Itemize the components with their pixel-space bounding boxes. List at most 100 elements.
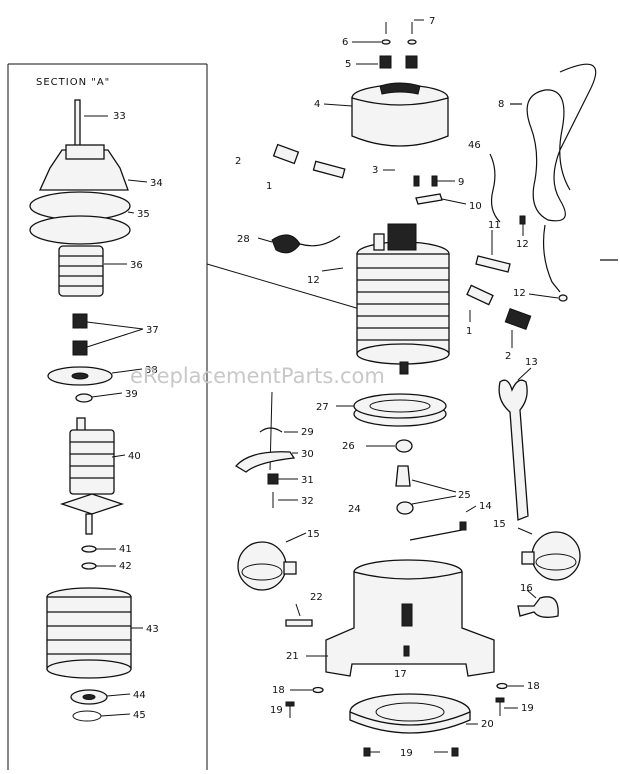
- part-11-strain-relief: [475, 230, 511, 273]
- callout-16: 16: [520, 583, 533, 594]
- part-20-sub-base: [349, 693, 478, 734]
- part-16-knob: [517, 589, 559, 618]
- callout-1-upper: 1: [266, 181, 272, 192]
- part-25-collet: [395, 465, 457, 515]
- part-18-washers: [290, 682, 524, 694]
- callout-24: 24: [348, 504, 361, 515]
- callout-12-a: 12: [516, 239, 529, 250]
- part-35-end-plate: [29, 191, 135, 245]
- callout-13: 13: [525, 357, 538, 368]
- part-14-screw: [409, 505, 477, 541]
- part-33-shaft: [74, 99, 108, 149]
- callout-12-b: 12: [513, 288, 526, 299]
- part-26-nut: [366, 439, 413, 453]
- part-30-lever: [234, 451, 298, 473]
- part-5-nuts: [356, 55, 418, 69]
- callout-15-b: 15: [493, 519, 506, 530]
- callout-22: 22: [310, 592, 323, 603]
- part-22-screw: [285, 603, 313, 627]
- section-a-frame: [7, 63, 371, 770]
- part-45-retaining-ring: [72, 710, 131, 722]
- callout-26: 26: [342, 441, 355, 452]
- part-2-brush-cap-upper: [272, 143, 346, 179]
- callout-3: 3: [372, 165, 378, 176]
- part-36-bearing: [58, 245, 127, 297]
- part-8-cord: [510, 63, 618, 293]
- callout-21: 21: [286, 651, 299, 662]
- callout-1-lower: 1: [466, 326, 472, 337]
- callout-14: 14: [479, 501, 492, 512]
- callout-20: 20: [481, 719, 494, 730]
- callout-6: 6: [342, 37, 348, 48]
- callout-41: 41: [119, 544, 132, 555]
- callout-11: 11: [488, 220, 501, 231]
- part-9-screws: [413, 175, 455, 187]
- callout-36: 36: [130, 260, 143, 271]
- callout-9: 9: [458, 177, 464, 188]
- part-7-screws: [385, 19, 424, 34]
- callout-29: 29: [301, 427, 314, 438]
- part-10-terminal: [415, 193, 467, 205]
- part-21-base-housing: [306, 559, 495, 677]
- callout-30: 30: [301, 449, 314, 460]
- callout-33: 33: [113, 111, 126, 122]
- part-41-washer: [81, 545, 116, 553]
- callout-15-a: 15: [307, 529, 320, 540]
- callout-19-c: 19: [400, 748, 413, 759]
- part-2-brush-cap-lower: [504, 308, 532, 348]
- part-32-screw: [272, 492, 298, 508]
- callout-39: 39: [125, 389, 138, 400]
- part-4-top-cap: [323, 82, 449, 147]
- part-17-pin: [403, 645, 410, 657]
- callout-12-c: 12: [307, 275, 320, 286]
- part-42-washer: [81, 562, 116, 570]
- callout-46: 46: [468, 140, 481, 151]
- part-1-brush-holder-lower: [466, 284, 494, 322]
- section-a-title: SECTION "A": [36, 77, 110, 88]
- callout-44: 44: [133, 690, 146, 701]
- part-19-screws: [285, 697, 518, 757]
- part-37-brushes: [72, 313, 144, 356]
- part-39-washer: [75, 392, 123, 403]
- part-15-handle-right: [517, 527, 581, 581]
- callout-28: 28: [237, 234, 250, 245]
- callout-4: 4: [314, 99, 320, 110]
- callout-7: 7: [429, 16, 435, 27]
- callout-40: 40: [128, 451, 141, 462]
- callout-8: 8: [498, 99, 504, 110]
- part-13-wrench: [498, 367, 532, 521]
- part-28-switch: [257, 234, 341, 254]
- part-43-field: [46, 587, 143, 679]
- callout-45: 45: [133, 710, 146, 721]
- callout-18-a: 18: [272, 685, 285, 696]
- part-12-clamps: [321, 215, 568, 302]
- motor-assembly: [356, 223, 450, 375]
- part-46-wire: [489, 153, 501, 223]
- callout-25: 25: [458, 490, 471, 501]
- callout-43: 43: [146, 624, 159, 635]
- callout-19-b: 19: [521, 703, 534, 714]
- watermark: eReplacementParts.com: [130, 364, 385, 388]
- callout-38: 38: [145, 365, 158, 376]
- part-31-knob: [267, 473, 298, 485]
- callout-42: 42: [119, 561, 132, 572]
- callout-5: 5: [345, 59, 351, 70]
- callout-35: 35: [137, 209, 150, 220]
- callout-19-a: 19: [270, 705, 283, 716]
- part-44-bearing-plate: [70, 689, 131, 705]
- callout-37: 37: [146, 325, 159, 336]
- callout-32: 32: [301, 496, 314, 507]
- part-6-washers: [352, 39, 417, 45]
- part-40-armature: [59, 417, 126, 535]
- callout-2-upper: 2: [235, 156, 241, 167]
- callout-17: 17: [394, 669, 407, 680]
- callout-2-lower: 2: [505, 351, 511, 362]
- part-38-baffle: [47, 366, 143, 386]
- callout-27: 27: [316, 402, 329, 413]
- callout-10: 10: [469, 201, 482, 212]
- callout-18-b: 18: [527, 681, 540, 692]
- part-34-bearing-housing: [38, 144, 148, 191]
- part-15-handle-left: [237, 532, 307, 591]
- callout-34: 34: [150, 178, 163, 189]
